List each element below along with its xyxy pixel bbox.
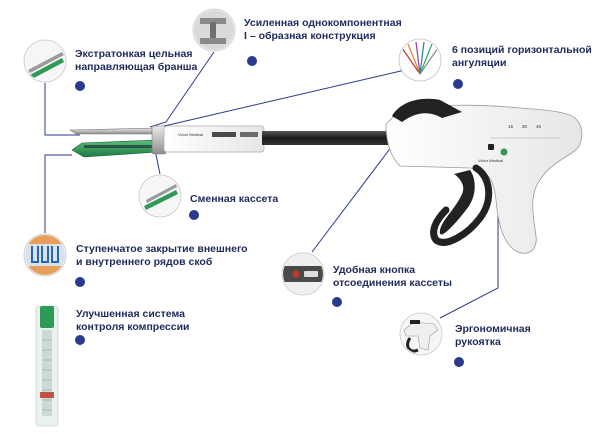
thumb-closure xyxy=(23,233,67,277)
label-closure: Ступенчатое закрытие внешнего и внутренн… xyxy=(76,243,248,268)
label-jaw: Экстратонкая цельная направляющая бранша xyxy=(75,48,198,73)
callout-dots xyxy=(75,56,464,367)
stapler: Victor Medical 15 30 45 Victor Medical xyxy=(69,98,583,254)
leader-handle xyxy=(439,196,499,319)
leader-release xyxy=(311,145,393,253)
dot-handle xyxy=(454,357,464,367)
angle-scale: 15 30 45 xyxy=(508,124,542,129)
label-angulation: 6 позиций горизонтальной ангуляции xyxy=(452,44,592,69)
compression-indicator xyxy=(35,305,59,427)
grip-trigger xyxy=(439,170,475,235)
label-cartridge: Сменная кассета xyxy=(190,193,279,205)
status-indicator xyxy=(500,148,508,156)
svg-text:15: 15 xyxy=(508,124,514,129)
label-compression: Улучшенная система контроля компрессии xyxy=(76,308,190,333)
dot-jaw xyxy=(75,81,85,91)
dot-compression xyxy=(75,335,85,345)
collar xyxy=(163,125,265,153)
handle-body xyxy=(385,104,583,254)
dot-closure xyxy=(75,277,85,287)
leader-jaw xyxy=(44,83,80,136)
top-lever xyxy=(392,98,462,122)
label-handle: Эргономичная рукоятка xyxy=(455,323,531,348)
dot-angulation xyxy=(453,79,463,89)
dot-cartridge xyxy=(189,210,199,220)
leader-lines xyxy=(44,51,499,319)
leader-angulation xyxy=(159,69,406,128)
thumb-release xyxy=(281,252,325,296)
leader-closure xyxy=(44,154,72,233)
dot-i-beam xyxy=(247,56,257,66)
thumb-i-beam xyxy=(192,8,236,52)
dot-release xyxy=(332,297,342,307)
shaft xyxy=(262,131,392,145)
leader-i-beam xyxy=(149,51,215,128)
svg-text:45: 45 xyxy=(536,124,542,129)
svg-text:30: 30 xyxy=(522,124,528,129)
handle-brand: Victor Medical xyxy=(478,158,503,163)
collar-brand: Victor Medical xyxy=(178,132,203,137)
thumb-jaw xyxy=(23,39,67,83)
thumb-handle xyxy=(399,312,443,356)
cartridge-jaw xyxy=(71,139,159,158)
label-i-beam: Усиленная однокомпонентная I – образная … xyxy=(244,17,402,42)
thumb-cartridge xyxy=(138,174,182,218)
thumb-angulation xyxy=(398,38,442,82)
label-release: Удобная кнопка отсоединения кассеты xyxy=(333,264,452,289)
anvil-jaw xyxy=(69,127,159,135)
